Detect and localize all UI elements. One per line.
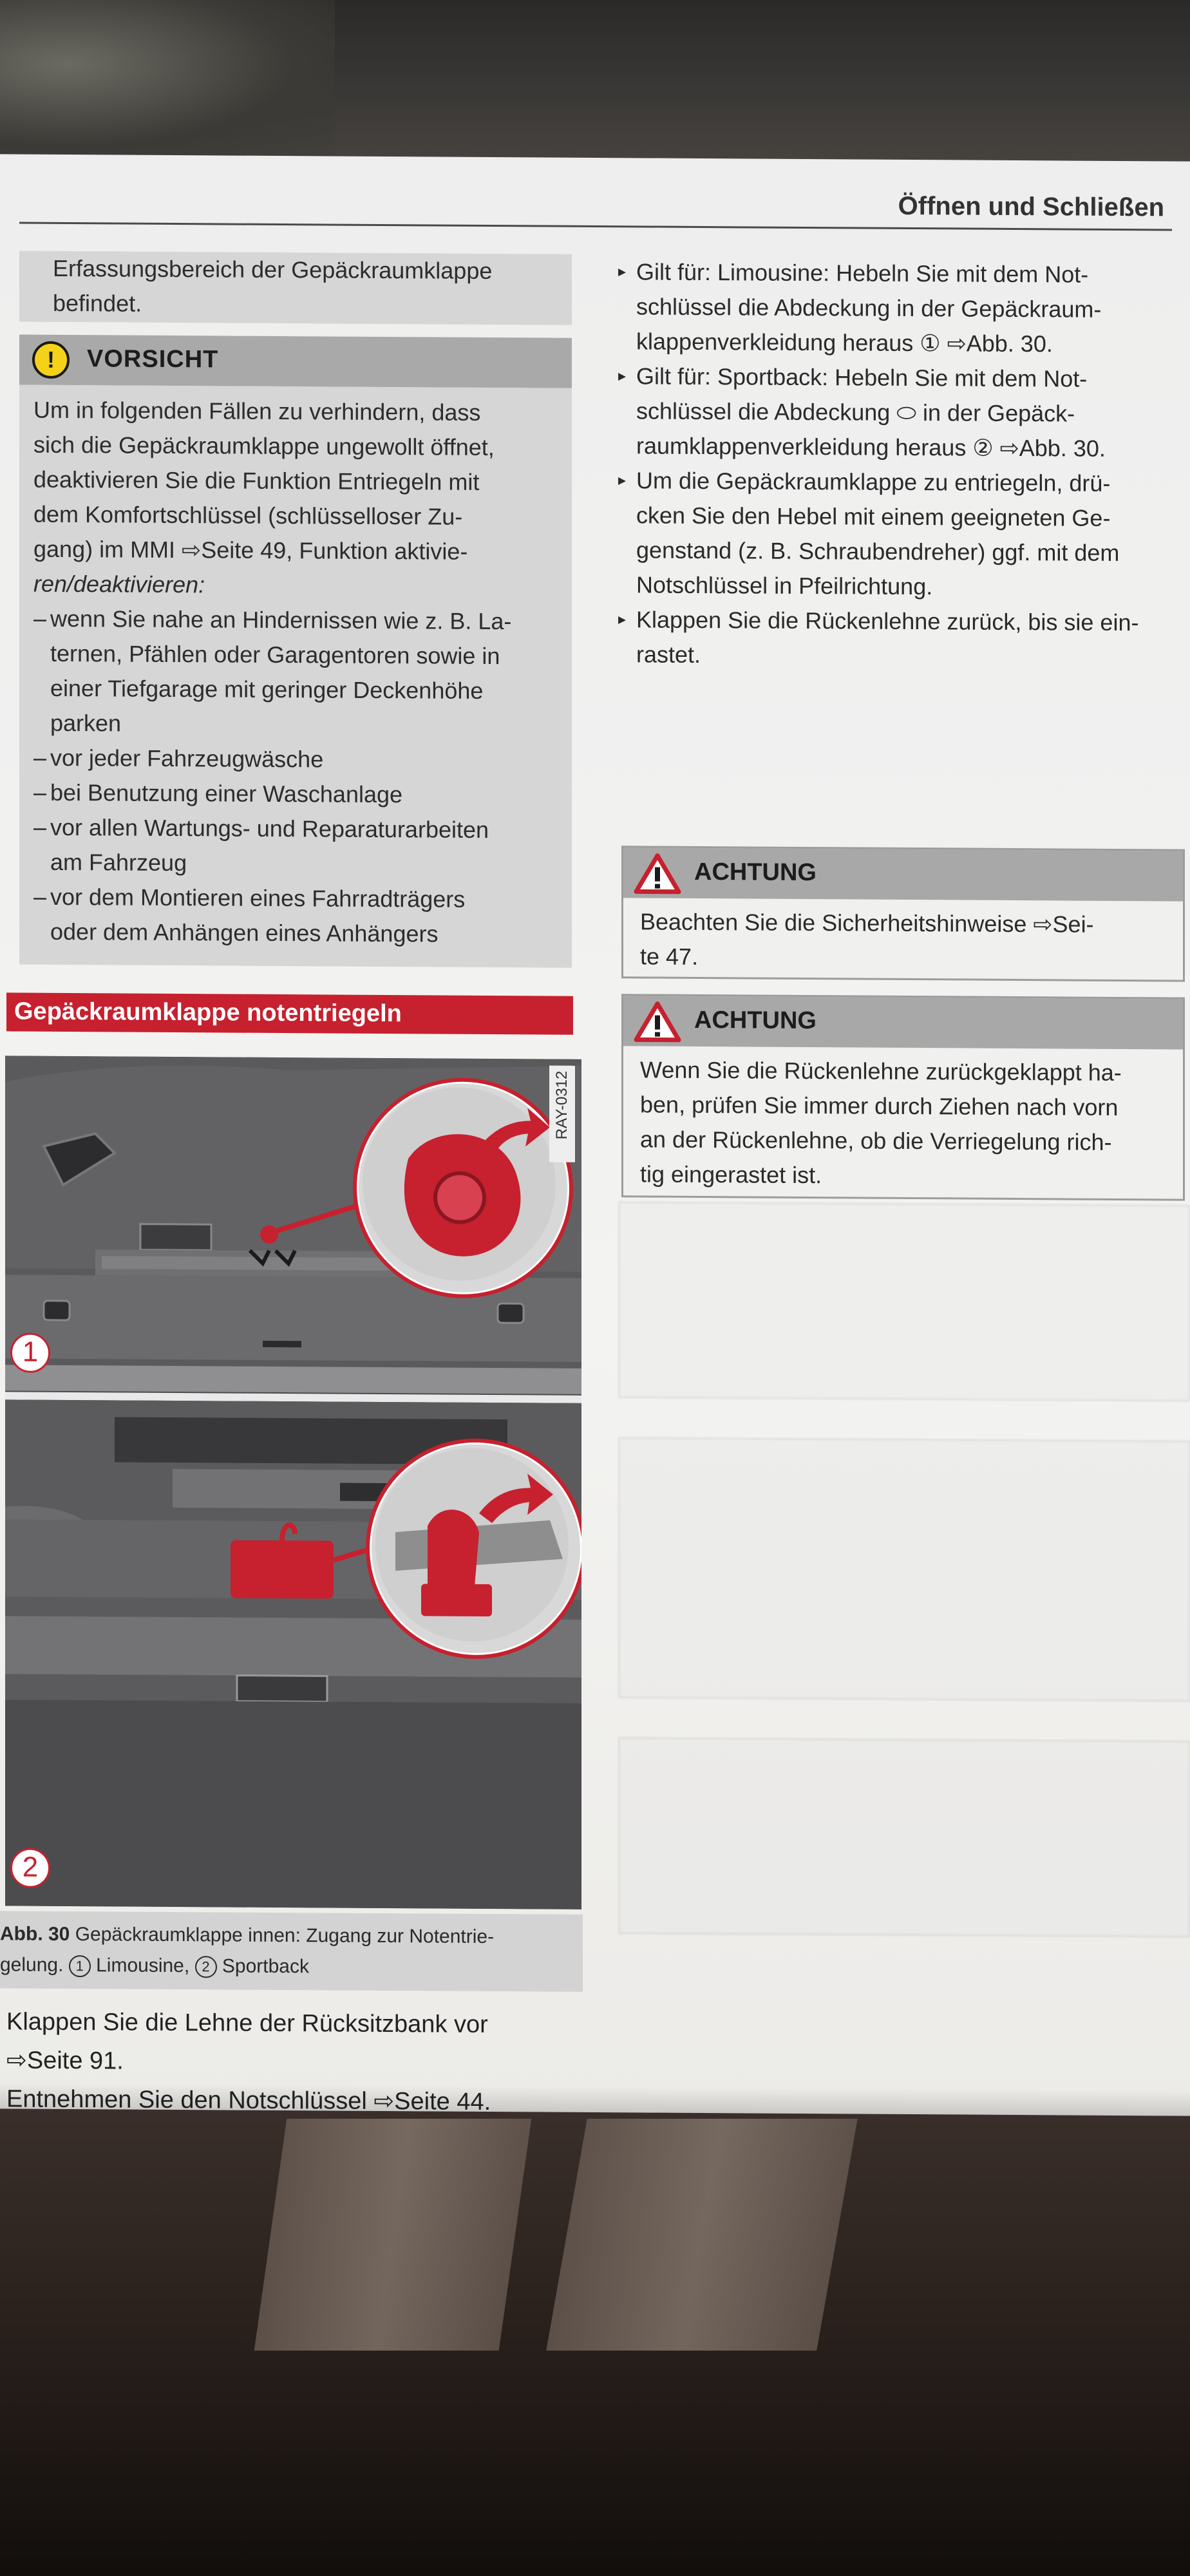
circled-number: 1 (68, 1955, 91, 1978)
caption-text: Sportback (222, 1955, 309, 1978)
show-through-text (618, 1201, 1190, 2112)
warning-title: ACHTUNG (694, 1006, 817, 1035)
warning-box: ACHTUNG Wenn Sie die Rückenlehne zurückg… (621, 994, 1185, 1201)
callout-magnifier (353, 1077, 573, 1299)
figure-caption: Abb. 30 Gepäckraumklappe innen: Zugang z… (0, 1911, 583, 1992)
list-item-line: am Fahrzeug (50, 848, 187, 876)
list-item-line: genstand (z. B. Schraubendreher) ggf. mi… (636, 536, 1120, 566)
figure-code: RAY-0312 (553, 1070, 571, 1140)
caution-line: sich die Gepäckraumklappe ungewollt öffn… (33, 431, 495, 461)
header-rule (19, 222, 1172, 231)
light-reflection (0, 0, 335, 161)
lever-detail (363, 1087, 556, 1281)
figure-marker-1: 1 (10, 1332, 50, 1373)
step-bullets: Gilt für: Limousine: Hebeln Sie mit dem … (618, 254, 1185, 675)
list-item-line: oder dem Anhängen eines Anhängers (50, 918, 439, 947)
list-item-line: parken (50, 709, 122, 737)
intro-block: Erfassungsbereich der Gepäckraumklappe b… (19, 251, 572, 325)
list-item: vor allen Wartungs- und Reparaturarbeite… (33, 810, 562, 883)
list-item-line: Klappen Sie die Rückenlehne zurück, bis … (636, 606, 1139, 636)
list-item-line: vor jeder Fahrzeugwäsche (50, 744, 324, 773)
figure-marker-2: 2 (10, 1848, 50, 1888)
list-item-line: cken Sie den Hebel mit einem geeigneten … (636, 502, 1111, 531)
list-item-line: schlüssel die Abdeckung ⬭ in der Gepäck- (636, 397, 1075, 427)
caution-line: ren/deaktivieren: (33, 570, 205, 598)
list-item-line: Um die Gepäckraumklappe zu entriegeln, d… (636, 467, 1111, 497)
list-item-line: schlüssel die Abdeckung in der Gepäckrau… (636, 293, 1102, 323)
list-item: vor jeder Fahrzeugwäsche (33, 741, 562, 779)
caution-text: Um in folgenden Fällen zu verhindern, da… (33, 393, 562, 952)
list-item: Um die Gepäckraumklappe zu entriegeln, d… (618, 463, 1185, 605)
warning-text: Wenn Sie die Rückenlehne zurückgeklappt … (640, 1052, 1175, 1195)
warning-title: ACHTUNG (694, 858, 817, 887)
list-item-line: raumklappenverkleidung heraus ② ⇨Abb. 30… (636, 432, 1106, 462)
list-item: vor dem Montieren eines Fahrradträgers o… (33, 880, 562, 952)
list-item-line: Gilt für: Limousine: Hebeln Sie mit dem … (636, 258, 1089, 288)
list-item-line: wenn Sie nahe an Hindernissen wie z. B. … (50, 605, 512, 635)
list-item-line: Gilt für: Sportback: Hebeln Sie mit dem … (636, 363, 1088, 392)
warning-header: ACHTUNG (623, 848, 1183, 902)
warning-box: ACHTUNG Beachten Sie die Sicherheitshinw… (621, 846, 1185, 982)
list-item-line: ternen, Pfählen oder Garagentoren sowie … (50, 639, 500, 670)
page-header-title: Öffnen und Schließen (898, 191, 1164, 222)
rug-pattern (254, 2119, 532, 2351)
warning-triangle-icon (634, 853, 681, 895)
section-heading: Gepäckraumklappe notentriegeln (6, 992, 573, 1035)
faded-box (618, 1737, 1190, 1938)
caution-line: Um in folgenden Fällen zu verhindern, da… (33, 396, 481, 426)
list-item-line: vor allen Wartungs- und Reparaturarbeite… (50, 813, 489, 843)
list-item: Klappen Sie die Rückenlehne zurück, bis … (618, 602, 1185, 675)
warning-triangle-icon (634, 1001, 681, 1043)
caution-list: wenn Sie nahe an Hindernissen wie z. B. … (33, 601, 562, 952)
caution-line: deaktivieren Sie die Funktion Entriegeln… (33, 466, 480, 495)
lever-detail (375, 1448, 569, 1642)
warning-line: Beachten Sie die Sicherheitshinweise ⇨Se… (640, 908, 1094, 938)
manual-page: Öffnen und Schließen Erfassungsbereich d… (0, 154, 1190, 2116)
intro-line: Erfassungsbereich der Gepäckraumklappe (53, 254, 493, 285)
left-column: Erfassungsbereich der Gepäckraumklappe b… (0, 154, 583, 2116)
rug-pattern (546, 2119, 858, 2351)
faded-box (618, 1437, 1190, 1702)
warning-line: an der Rückenlehne, ob die Verriegelung … (640, 1126, 1112, 1155)
list-item: wenn Sie nahe an Hindernissen wie z. B. … (33, 601, 562, 744)
figure-code-strip: RAY-0312 (549, 1065, 575, 1162)
caption-line: gelung. (0, 1954, 64, 1976)
intro-line: befindet. (53, 289, 142, 317)
caution-line: dem Komfortschlüssel (schlüsselloser Zu- (33, 500, 463, 530)
caution-line: gang) im MMI ⇨Seite 49, Funktion aktivie… (33, 535, 468, 565)
step-line: ⇨Seite 91. (6, 2047, 124, 2075)
warning-line: te 47. (640, 943, 699, 970)
caption-text: Limousine, (96, 1955, 190, 1977)
warning-line: Wenn Sie die Rückenlehne zurückgeklappt … (640, 1056, 1122, 1086)
list-item-line: vor dem Montieren eines Fahrradträgers (50, 883, 466, 913)
caution-title: VORSICHT (87, 345, 219, 374)
step-line: Klappen Sie die Lehne der Rücksitzbank v… (6, 2008, 488, 2038)
warning-line: tig eingerastet ist. (640, 1160, 822, 1189)
faded-box (618, 1201, 1190, 1402)
list-item: bei Benutzung einer Waschanlage (33, 775, 562, 813)
circled-number: 2 (194, 1956, 217, 1978)
list-item: Gilt für: Limousine: Hebeln Sie mit dem … (618, 254, 1185, 362)
caption-label: Abb. 30 (0, 1923, 70, 1946)
figure-illustration: RAY-0312 1 2 (5, 1056, 581, 1909)
background-top (0, 0, 1190, 167)
warning-header: ACHTUNG (623, 996, 1183, 1050)
callout-magnifier (366, 1437, 581, 1660)
list-item: Gilt für: Sportback: Hebeln Sie mit dem … (618, 359, 1185, 466)
list-item-line: einer Tiefgarage mit geringer Deckenhöhe (50, 674, 484, 704)
warning-text: Beachten Sie die Sicherheitshinweise ⇨Se… (640, 904, 1175, 977)
caution-header: ! VORSICHT (19, 334, 572, 388)
caption-line: Gepäckraumklappe innen: Zugang zur Noten… (75, 1924, 495, 1948)
warning-line: ben, prüfen Sie immer durch Ziehen nach … (640, 1091, 1119, 1121)
list-item-line: rastet. (636, 641, 701, 668)
list-item-line: klappenverkleidung heraus ① ⇨Abb. 30. (636, 328, 1053, 357)
caution-exclamation-icon: ! (32, 341, 70, 379)
list-item-line: Notschlüssel in Pfeilrichtung. (636, 571, 933, 600)
list-item-line: bei Benutzung einer Waschanlage (50, 779, 403, 808)
section-heading-text: Gepäckraumklappe notentriegeln (14, 998, 402, 1028)
